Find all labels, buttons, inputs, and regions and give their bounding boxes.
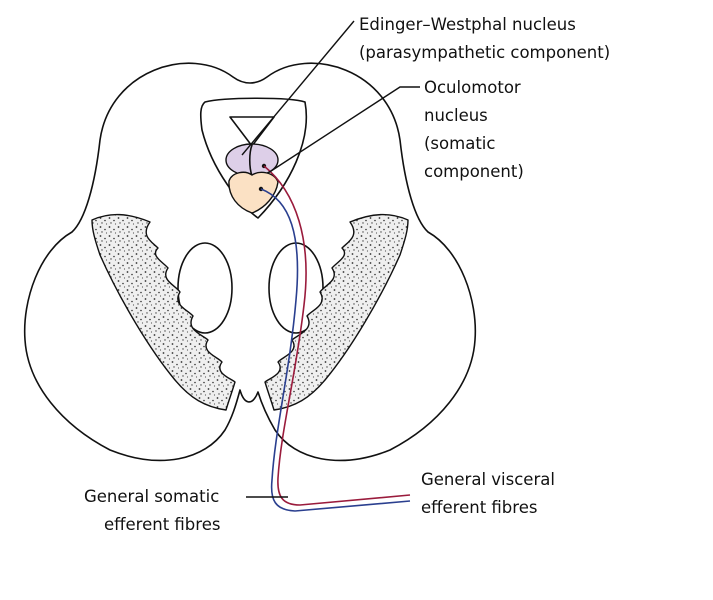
oculomotor-label-line1: Oculomotor	[424, 78, 521, 97]
oculomotor-nucleus	[228, 171, 279, 214]
substantia-nigra-left	[91, 213, 236, 411]
oculomotor-label-line3: (somatic	[424, 134, 495, 153]
gse-label-line1: General somatic	[84, 487, 219, 506]
edinger-westphal-label-line2: (parasympathetic component)	[359, 43, 610, 62]
gve-label-line2: efferent fibres	[421, 498, 537, 517]
substantia-nigra-right	[264, 213, 409, 411]
edinger-westphal-label-line1: Edinger–Westphal nucleus	[359, 15, 576, 34]
edinger-westphal-leader	[241, 20, 355, 156]
oculomotor-leader	[267, 86, 420, 174]
oculomotor-label-line4: component)	[424, 162, 524, 181]
gve-label-line1: General visceral	[421, 470, 555, 489]
edinger-westphal-divider	[248, 144, 253, 177]
midbrain-outline	[23, 62, 477, 462]
cerebral-aqueduct	[229, 116, 275, 147]
gve-fibre	[263, 165, 411, 506]
gse-label-line2: efferent fibres	[104, 515, 220, 534]
oculomotor-label-line2: nucleus	[424, 106, 488, 125]
red-nucleus-left	[177, 242, 233, 334]
gse-fibre	[260, 188, 411, 512]
periaqueductal-outline	[199, 97, 307, 219]
